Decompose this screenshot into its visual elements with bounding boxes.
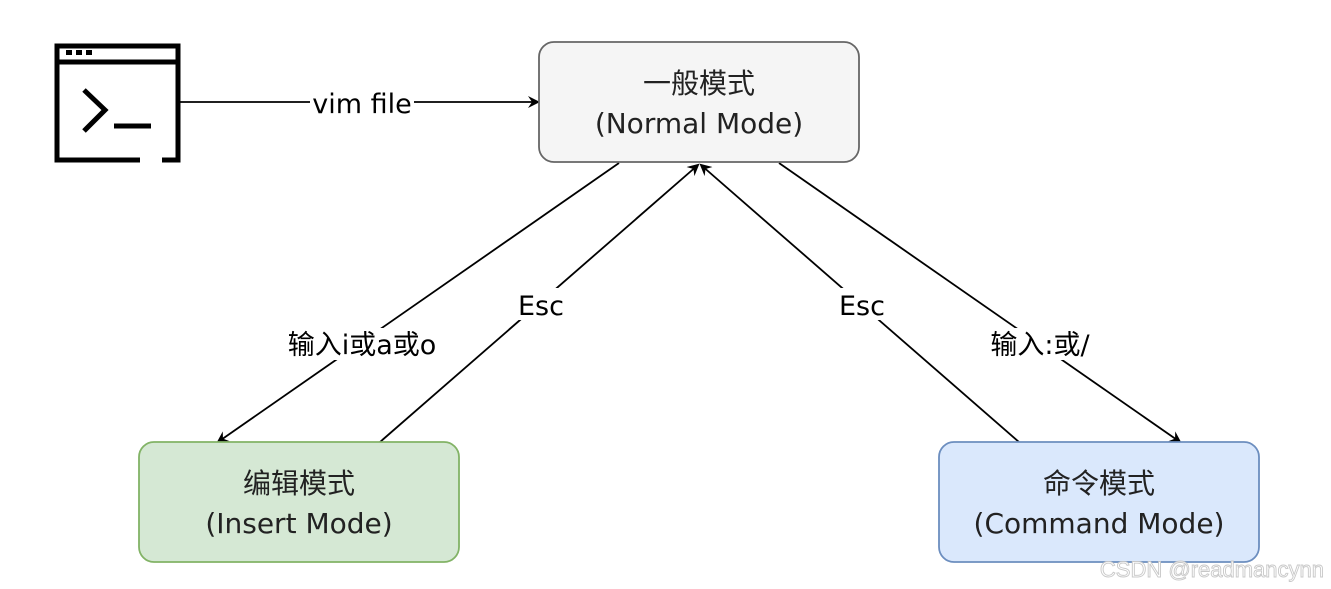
node-insert-subtitle: (Insert Mode) — [205, 507, 392, 540]
edge-label-enter-command: 输入:或/ — [990, 330, 1090, 361]
node-command-box — [938, 441, 1260, 563]
node-insert-mode: 编辑模式 (Insert Mode) — [138, 441, 460, 563]
watermark: CSDN @readmancynn — [1100, 557, 1324, 582]
node-normal-subtitle: (Normal Mode) — [595, 107, 803, 140]
node-command-subtitle: (Command Mode) — [974, 507, 1225, 540]
edge-label-esc-from-command: Esc — [839, 291, 885, 322]
node-normal-mode: 一般模式 (Normal Mode) — [538, 41, 860, 163]
terminal-icon — [54, 43, 181, 163]
node-insert-box — [138, 441, 460, 563]
node-insert-title: 编辑模式 — [243, 467, 355, 500]
node-command-title: 命令模式 — [1043, 467, 1155, 500]
node-command-mode: 命令模式 (Command Mode) — [938, 441, 1260, 563]
node-normal-box — [538, 41, 860, 163]
edge-enter-command — [778, 162, 1182, 444]
edge-enter-insert — [216, 162, 620, 444]
edge-label-vim-file: vim file — [312, 89, 411, 120]
node-normal-title: 一般模式 — [643, 67, 755, 100]
edge-label-esc-from-insert: Esc — [518, 291, 564, 322]
edge-label-enter-insert: 输入i或a或o — [288, 330, 437, 361]
